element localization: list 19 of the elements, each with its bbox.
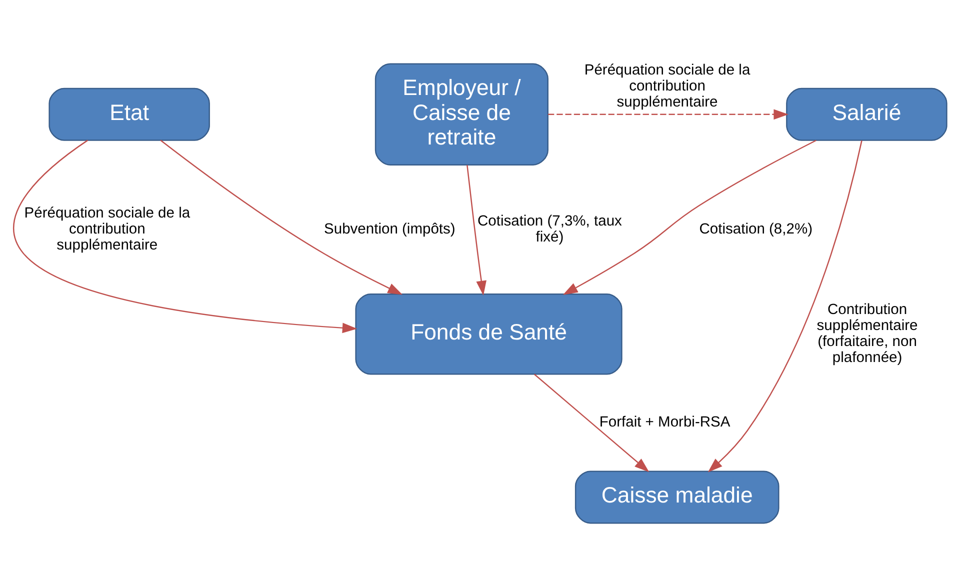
node-box: Caisse maladie	[574, 470, 780, 524]
arrow	[708, 140, 862, 472]
node-box: Salarié	[786, 87, 948, 140]
edge-label: Contribution supplémentaire (forfaitaire, non plafonnée)	[816, 301, 918, 366]
node-box: Employeur / Caisse de retraite	[374, 62, 548, 165]
arrow	[548, 108, 788, 120]
arrow	[466, 164, 486, 296]
node-box: Fonds de Santé	[355, 293, 622, 374]
arrow	[562, 139, 816, 294]
edge-label: Cotisation (7,3%, taux fixé)	[477, 212, 622, 245]
arrow	[160, 139, 403, 294]
edge-label: Subvention (impôts)	[324, 220, 456, 237]
edge-label: Péréquation sociale de la contribution supplémentaire	[584, 62, 750, 110]
node-box: Etat	[48, 87, 210, 140]
edge-label: Péréquation sociale de la contribution supplémentaire	[24, 204, 190, 253]
arrow	[534, 373, 650, 472]
edge-label: Cotisation (8,2%)	[699, 220, 813, 237]
edge-label: Forfait + Morbi-RSA	[599, 414, 730, 430]
arrow	[13, 139, 358, 333]
